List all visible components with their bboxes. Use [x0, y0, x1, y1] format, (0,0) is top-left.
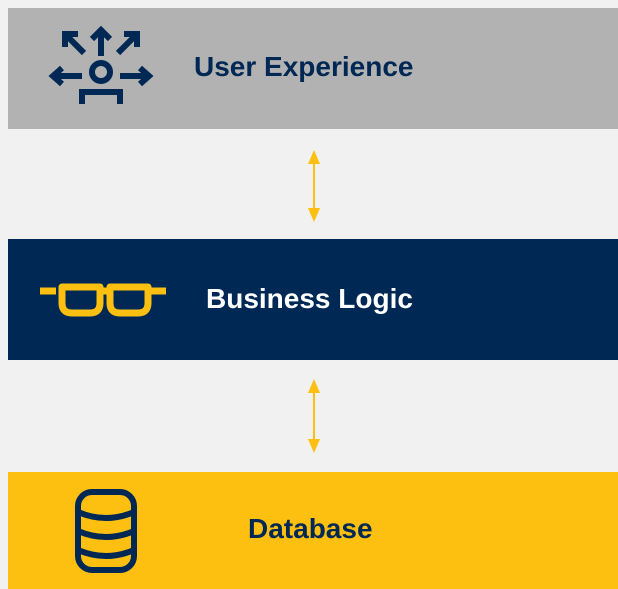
layer-user-experience: User Experience — [8, 8, 618, 129]
bidirectional-arrow-icon — [308, 379, 320, 453]
glasses-icon — [40, 283, 166, 317]
layer-database: Database — [8, 472, 618, 589]
layer-business-logic: Business Logic — [8, 239, 618, 360]
layer-label-business-logic: Business Logic — [206, 283, 413, 314]
layer-label-user-experience: User Experience — [194, 51, 414, 82]
user-arrows-icon — [48, 26, 154, 104]
bidirectional-arrow-icon — [308, 150, 320, 222]
database-icon — [75, 489, 137, 573]
layer-label-database: Database — [248, 513, 373, 544]
